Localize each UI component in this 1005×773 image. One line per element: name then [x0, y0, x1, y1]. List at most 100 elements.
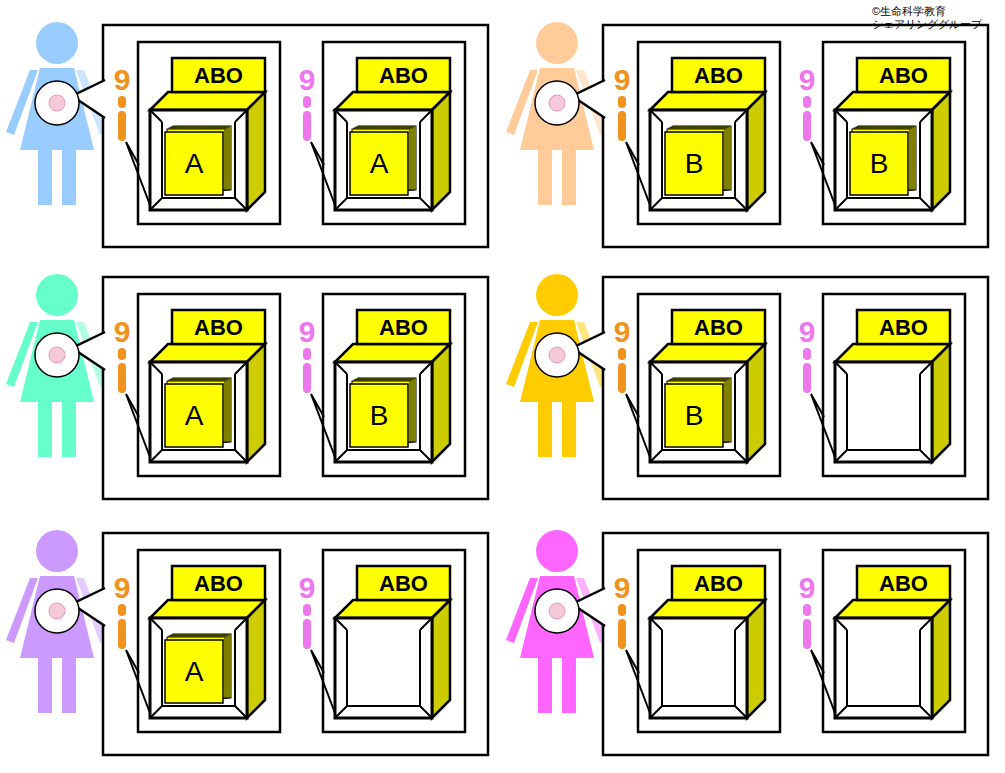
chromosome-number: 9 — [614, 573, 631, 603]
abdomen-circle — [35, 589, 79, 633]
callout-box — [103, 25, 488, 247]
gene-label: ABO — [857, 59, 950, 92]
chromosome-number: 9 — [114, 65, 131, 95]
leader-line — [126, 142, 150, 205]
panel — [6, 274, 488, 499]
gene-label: ABO — [672, 567, 765, 600]
cell — [549, 95, 565, 111]
abo-cabinet: ABO B — [650, 58, 767, 210]
frame — [323, 550, 465, 732]
frame — [138, 42, 280, 224]
abo-cabinet: ABO B — [835, 58, 952, 210]
chromosome — [618, 96, 626, 108]
leader-line — [626, 394, 650, 457]
leader-line — [311, 142, 335, 205]
gene-label: ABO — [857, 567, 950, 600]
allele-card: A — [165, 378, 233, 448]
person-figure — [506, 530, 608, 713]
allele-card: B — [850, 126, 918, 196]
panel — [6, 22, 488, 247]
leader-line — [126, 650, 150, 713]
person-figure — [506, 274, 608, 457]
chromosome — [303, 363, 311, 393]
chromosome — [618, 619, 626, 649]
abo-cabinet: ABO A — [335, 58, 452, 210]
gene-label: ABO — [357, 567, 450, 600]
chromosome-number: 9 — [114, 317, 131, 347]
allele-letter: A — [350, 132, 408, 195]
cell — [49, 95, 65, 111]
person-figure — [6, 22, 108, 205]
gene-label: ABO — [172, 59, 265, 92]
chromosome-number: 9 — [299, 573, 316, 603]
person-figure — [6, 274, 108, 457]
chromosome — [618, 604, 626, 616]
allele-letter: B — [665, 384, 723, 447]
gene-label: ABO — [672, 311, 765, 344]
frame — [138, 550, 280, 732]
panel — [506, 274, 988, 499]
chromosome — [303, 96, 311, 108]
chromosome — [303, 348, 311, 360]
chromosome — [303, 604, 311, 616]
watermark: シェアリンググループ — [872, 19, 982, 30]
frame — [823, 550, 965, 732]
gene-label: ABO — [172, 567, 265, 600]
gene-label: ABO — [672, 59, 765, 92]
frame — [323, 294, 465, 476]
leader-line — [311, 650, 335, 713]
abo-cabinet: ABO — [650, 566, 767, 718]
leader-line — [811, 394, 835, 457]
allele-letter: A — [165, 640, 223, 703]
chromosome — [618, 111, 626, 141]
allele-card: B — [350, 378, 418, 448]
person-figure — [6, 530, 108, 713]
chromosome — [803, 604, 811, 616]
chromosome — [803, 363, 811, 393]
chromosome — [118, 96, 126, 108]
abo-cabinet: ABO — [835, 310, 952, 462]
allele-card: B — [665, 378, 733, 448]
chromosome-number: 9 — [299, 65, 316, 95]
callout-box — [103, 277, 488, 499]
chromosome-number: 9 — [614, 317, 631, 347]
watermark: ©生命科学教育 — [872, 6, 946, 17]
chromosome-number: 9 — [299, 317, 316, 347]
frame — [823, 294, 965, 476]
abo-cabinet: ABO A — [150, 58, 267, 210]
allele-letter: A — [165, 384, 223, 447]
chromosome — [618, 348, 626, 360]
cell — [49, 347, 65, 363]
abo-cabinet: ABOA — [150, 310, 267, 462]
leader-line — [126, 394, 150, 457]
chromosome — [803, 96, 811, 108]
callout-box — [103, 533, 488, 755]
frame — [323, 42, 465, 224]
chromosome — [118, 619, 126, 649]
cell — [549, 603, 565, 619]
gene-label: ABO — [357, 311, 450, 344]
abdomen-circle — [535, 81, 579, 125]
frame — [638, 294, 780, 476]
allele-letter: B — [665, 132, 723, 195]
allele-card: A — [165, 634, 233, 704]
cell — [49, 603, 65, 619]
callout-box — [603, 25, 988, 247]
chromosome — [803, 111, 811, 141]
chromosome — [303, 111, 311, 141]
leader-line — [311, 394, 335, 457]
frame — [823, 42, 965, 224]
chromosome-number: 9 — [114, 573, 131, 603]
allele-card: A — [165, 126, 233, 196]
gene-label: ABO — [357, 59, 450, 92]
allele-card: A — [350, 126, 418, 196]
frame — [638, 42, 780, 224]
callout-box — [603, 277, 988, 499]
person-figure — [506, 22, 608, 205]
chromosome — [118, 111, 126, 141]
leader-line — [811, 142, 835, 205]
chromosome-number: 9 — [799, 573, 816, 603]
chromosome — [618, 363, 626, 393]
leader-line — [626, 142, 650, 205]
abo-cabinet: ABO — [835, 566, 952, 718]
